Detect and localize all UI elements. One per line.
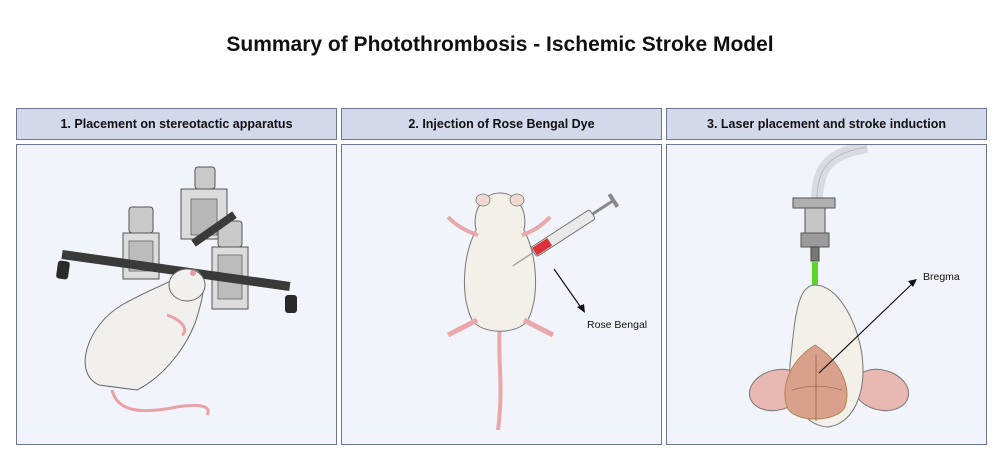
rat-illustration: [84, 268, 210, 416]
rose-bengal-label: Rose Bengal: [587, 319, 648, 331]
figure-title: Summary of Photothrombosis - Ischemic St…: [226, 33, 774, 56]
rat-head-illustration: [748, 284, 910, 428]
rat-illustration: [446, 192, 555, 431]
panel-3-header: 3. Laser placement and stroke induction: [666, 108, 987, 140]
panel-1-header: 1. Placement on stereotactic apparatus: [16, 108, 337, 140]
panel-2-header: 2. Injection of Rose Bengal Dye: [341, 108, 662, 140]
syringe-illustration: [512, 193, 620, 267]
bregma-label: Bregma: [923, 271, 960, 283]
annotation-arrow: [818, 279, 917, 374]
panel-1-header-text: 1. Placement on stereotactic apparatus: [60, 117, 293, 131]
stereotactic-apparatus-illustration: [56, 166, 297, 416]
ear-bar: [56, 211, 297, 313]
injection-illustration: [446, 192, 620, 431]
panel-2-injection: Rose Bengal: [341, 144, 662, 445]
panel-3-laser: Bregma: [666, 144, 987, 445]
panel-1-stereotactic: [16, 144, 337, 445]
panel-2-header-text: 2. Injection of Rose Bengal Dye: [408, 117, 595, 131]
annotation-arrow: [553, 268, 585, 313]
panel-3-header-text: 3. Laser placement and stroke induction: [707, 117, 946, 131]
laser-head: [792, 197, 836, 262]
laser-illustration: [748, 145, 917, 428]
